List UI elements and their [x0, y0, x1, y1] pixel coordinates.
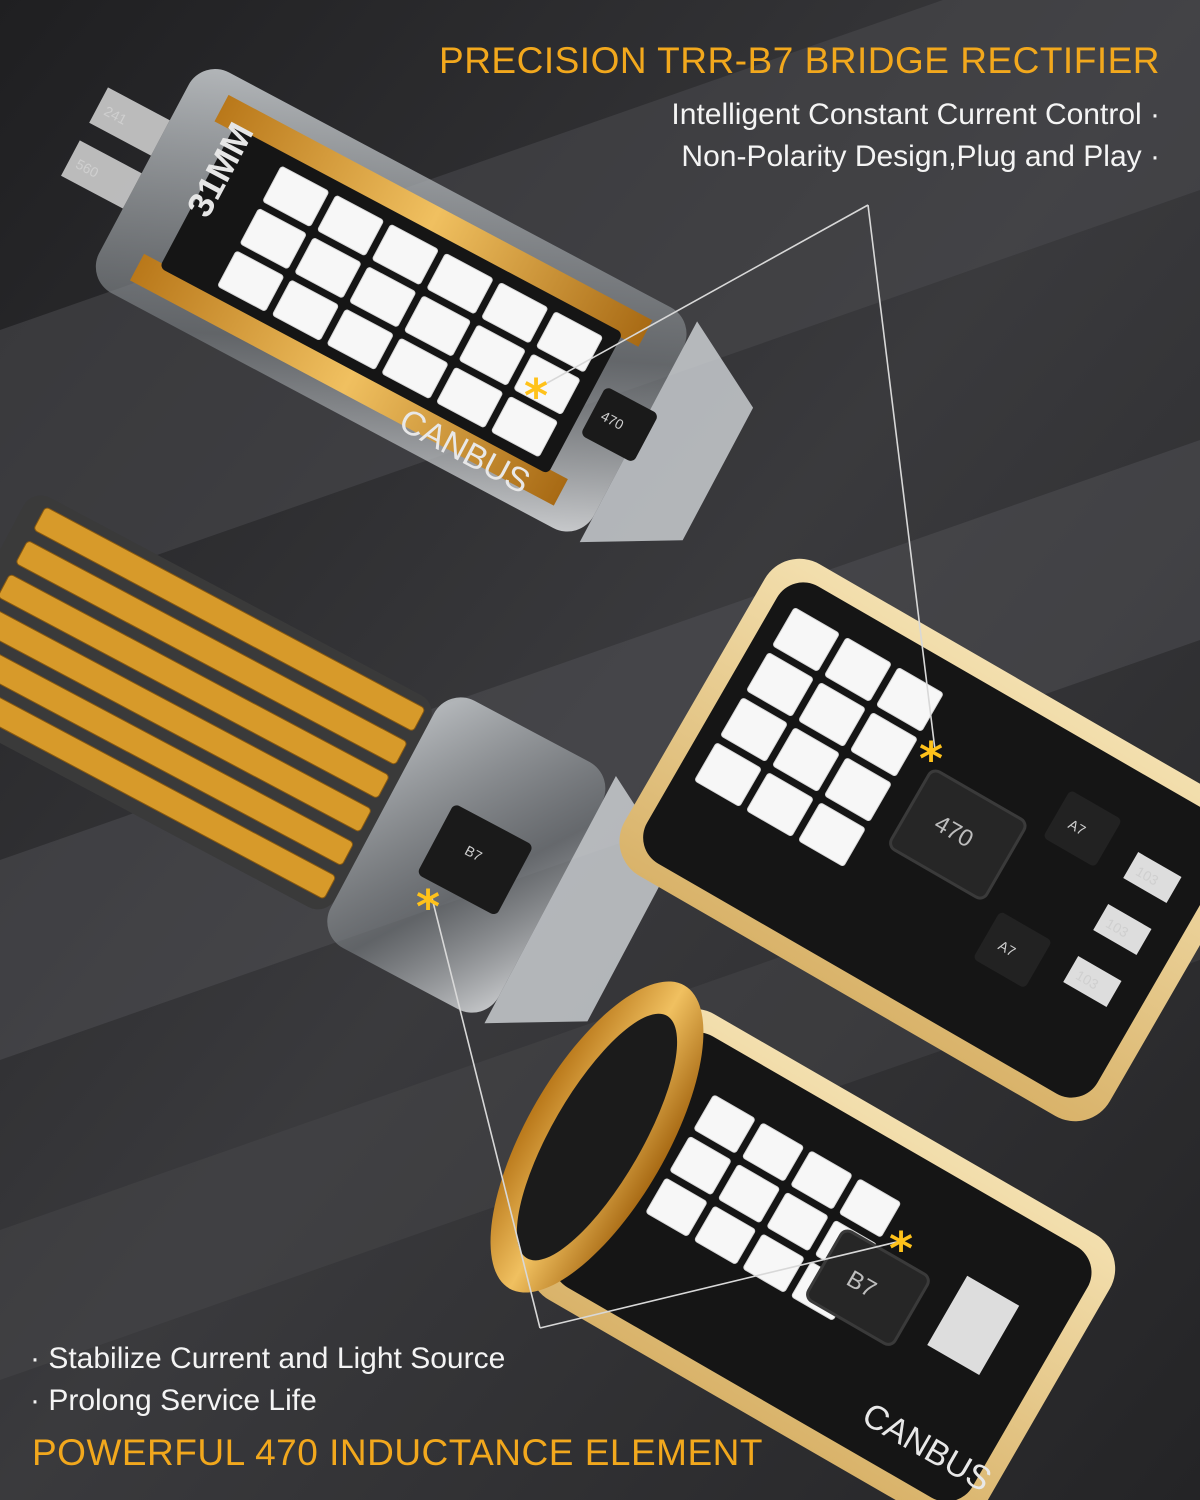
led-chip — [718, 1164, 780, 1223]
led-chip — [272, 280, 339, 340]
rectifier-chip — [806, 1229, 930, 1346]
led-chip — [382, 338, 448, 399]
led-chip — [295, 238, 361, 298]
headline-top: PRECISION TRR-B7 BRIDGE RECTIFIER — [439, 40, 1160, 81]
led-chip — [437, 367, 503, 428]
resistor — [1123, 852, 1182, 904]
glass-cap — [579, 321, 754, 543]
resistor — [1063, 955, 1122, 1007]
t10-wedge-bulb-right: 470 A7 A7 103 103 103 — [619, 558, 1200, 1122]
gold-rail — [129, 253, 568, 506]
led-chip — [491, 396, 558, 457]
led-chip — [773, 728, 839, 791]
led-chip — [514, 354, 580, 415]
festoon-bulb-31mm: 31MM CANBUS 470 241 560 — [61, 69, 754, 543]
inductor-chip — [889, 769, 1027, 900]
led-chip — [799, 683, 865, 746]
callout-lines — [431, 204, 936, 1329]
led-chip — [743, 1234, 804, 1292]
heatsink-fin — [34, 507, 425, 731]
callout-line — [539, 204, 869, 388]
led-chip — [646, 1178, 707, 1236]
led-chip — [670, 1136, 731, 1195]
led-chip — [317, 195, 384, 256]
callout-line — [867, 204, 936, 751]
led-chip — [372, 224, 438, 285]
light-band — [0, 440, 1200, 1060]
feature-bottom-1: Stabilize Current and Light Source — [30, 1342, 505, 1376]
smd-chip — [89, 87, 170, 156]
rectifier-code: A7 — [1066, 816, 1089, 839]
led-chip — [839, 1179, 901, 1237]
led-chip — [747, 773, 813, 837]
led-chip — [263, 166, 329, 227]
led-chip — [694, 1095, 755, 1153]
round-cap-inner — [516, 1013, 678, 1261]
heatsink-fin — [0, 675, 336, 899]
led-chip — [742, 1123, 804, 1181]
led-chip — [536, 312, 603, 372]
led-chip — [850, 713, 917, 776]
marker-star: * — [416, 880, 440, 934]
marker-star: * — [919, 732, 943, 786]
led-chip — [327, 309, 393, 370]
led-chip — [798, 803, 865, 867]
led-chip — [747, 653, 813, 716]
marker-star: * — [524, 369, 548, 423]
rectifier-code: A7 — [996, 937, 1019, 960]
led-chip — [695, 743, 761, 807]
heatsink-fin — [0, 641, 353, 865]
feature-top-2: Non-Polarity Design,Plug and Play — [681, 140, 1160, 174]
rectifier-chip — [974, 912, 1051, 987]
heatsink-fins — [0, 507, 425, 899]
led-chip — [767, 1192, 828, 1251]
led-chip — [459, 325, 525, 385]
rectifier-chip — [418, 805, 532, 915]
callout-line — [431, 897, 541, 1329]
led-chip — [427, 253, 493, 314]
led-chip — [824, 758, 891, 821]
resistor — [927, 1275, 1020, 1375]
t10-wedge-bulb-bottom: B7 CANBUS — [490, 981, 1116, 1500]
led-grid — [695, 608, 943, 867]
smd-chip — [61, 140, 142, 209]
inductor-chip — [582, 388, 657, 461]
feature-bottom-2: Prolong Service Life — [30, 1384, 316, 1418]
led-chip — [721, 698, 787, 761]
rectifier-chip — [1044, 791, 1121, 866]
rectifier-code: B7 — [462, 842, 485, 864]
resistor — [1093, 904, 1152, 955]
led-chip — [694, 1206, 756, 1264]
led-chip — [482, 282, 548, 343]
heatsink-fin — [0, 574, 389, 798]
led-grid — [218, 166, 603, 457]
led-chip — [773, 608, 839, 671]
led-chip — [404, 296, 471, 356]
headline-bottom: POWERFUL 470 INDUCTANCE ELEMENT — [32, 1432, 763, 1473]
led-grid — [646, 1095, 901, 1320]
led-chip — [350, 267, 416, 327]
marker-star: * — [889, 1222, 913, 1276]
heatsink-fin — [16, 541, 407, 765]
gold-rail — [214, 94, 653, 347]
led-chip — [791, 1151, 852, 1209]
led-chip — [825, 638, 891, 701]
callout-line — [539, 1239, 906, 1329]
led-chip — [218, 251, 284, 311]
feature-top-1: Intelligent Constant Current Control — [671, 98, 1160, 132]
heatsink-fin — [0, 608, 371, 832]
led-chip — [240, 208, 306, 269]
